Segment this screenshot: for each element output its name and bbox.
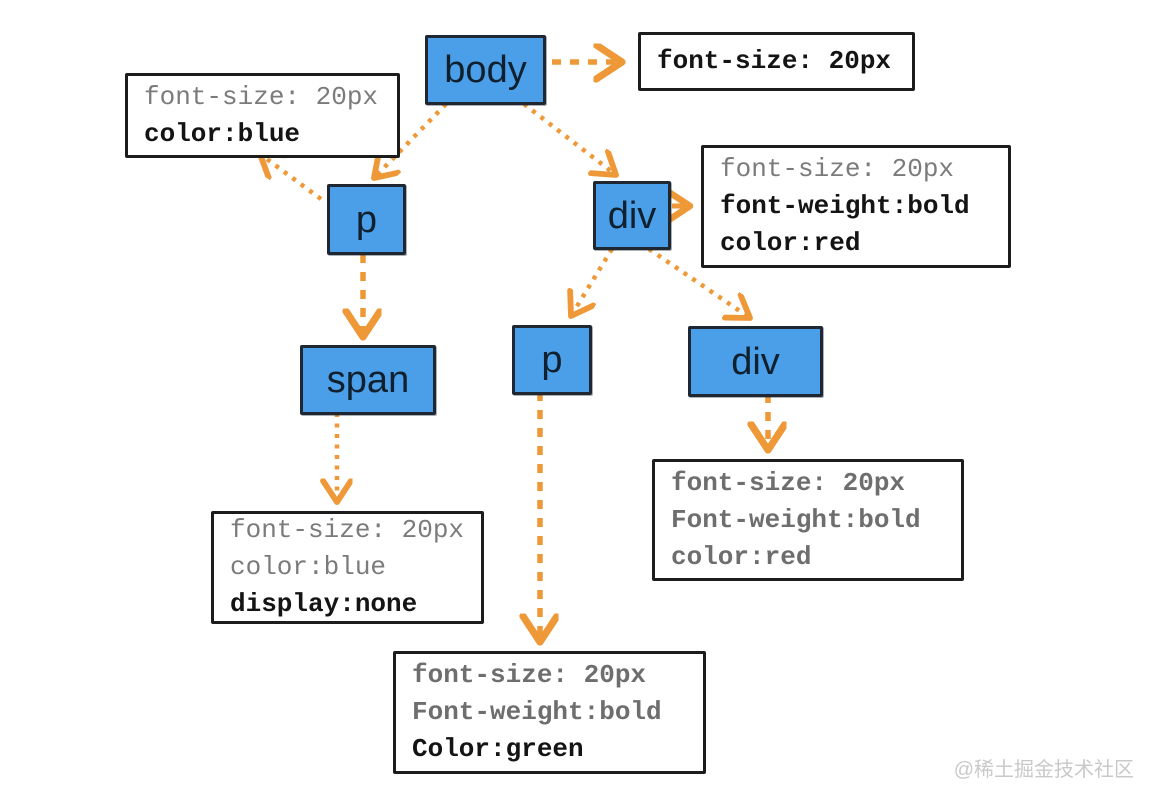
dom-node-div-child: div [688,326,823,397]
dom-node-body: body [425,35,546,105]
css-declaration: font-size: 20px [720,154,955,184]
css-declaration: font-size: 20px [657,46,892,76]
css-declaration: font-weight:bold [720,191,970,221]
style-box-span: font-size: 20px color:blue display:none [211,511,484,624]
style-box-p: font-size: 20px color:blue [125,73,400,158]
dom-node-p-label: p [355,198,378,241]
style-box-div: font-size: 20px font-weight:bold color:r… [701,145,1011,268]
style-box-p-child: font-size: 20px Font-weight:bold Color:g… [393,651,706,774]
arrow-div-to-p-child [571,247,614,316]
css-declaration: color:red [720,228,861,258]
css-declaration: Color:green [412,734,584,764]
dom-node-div-child-label: div [731,340,780,383]
dom-node-p-child-label: p [541,339,563,381]
style-box-div-child: font-size: 20px Font-weight:bold color:r… [652,459,964,581]
css-declaration: Font-weight:bold [412,697,662,727]
css-declaration: font-size: 20px [412,660,647,690]
style-box-body: font-size: 20px [638,32,915,91]
css-declaration: font-size: 20px [144,81,379,112]
css-declaration: color:blue [144,118,301,149]
dom-node-div-label: div [607,194,657,237]
css-declaration: font-size: 20px [230,515,465,545]
dom-node-p-child: p [512,325,592,395]
css-declaration: Font-weight:bold [671,504,921,535]
arrow-body-to-div [522,102,616,175]
dom-node-body-label: body [444,49,527,91]
dom-node-p: p [327,184,406,255]
arrow-p-to-p-rule [260,154,323,201]
watermark: @稀土掘金技术社区 [953,759,1134,781]
dom-node-div: div [593,181,671,250]
css-declaration: font-size: 20px [671,467,906,498]
css-declaration: display:none [230,589,418,619]
css-declaration: color:red [671,541,812,572]
dom-node-span: span [300,345,436,415]
css-declaration: color:blue [230,552,387,582]
dom-node-span-label: span [326,359,410,401]
